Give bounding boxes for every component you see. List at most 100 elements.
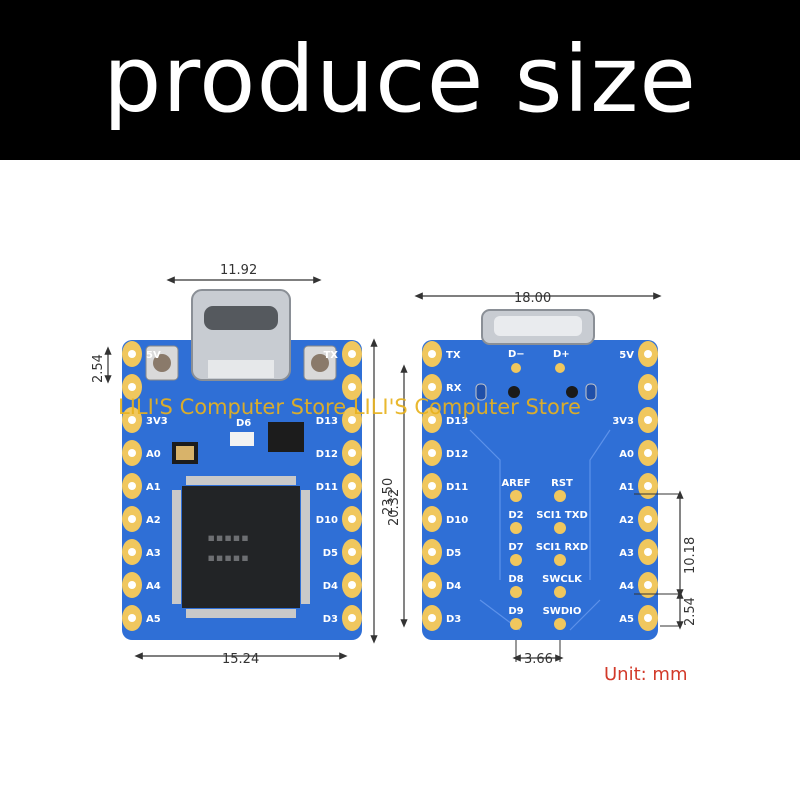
- front-dimensions: 11.92 2.54 23.50 15.24: [91, 263, 396, 667]
- back-left-pin-pad-hole: [428, 350, 436, 358]
- back-right-pin-pad-hole: [644, 515, 652, 523]
- back-left-pin-label: TX: [446, 350, 461, 361]
- back-hole-left: [508, 386, 520, 398]
- back-right-pin-pad-hole: [644, 548, 652, 556]
- back-center-right-pad: [554, 522, 566, 534]
- back-center-left-label: AREF: [501, 478, 530, 489]
- back-right-pin-pad-hole: [644, 350, 652, 358]
- back-center-left-pad: [510, 618, 522, 630]
- front-right-pin-label: D10: [316, 515, 338, 526]
- back-left-pin-label: D3: [446, 614, 461, 625]
- back-left-pin-label: D11: [446, 482, 468, 493]
- back-center-left-pad: [510, 554, 522, 566]
- front-left-pin-pad-hole: [128, 350, 136, 358]
- front-right-pin-label: D13: [316, 416, 338, 427]
- front-right-pin-pad-hole: [348, 350, 356, 358]
- front-right-pin-label: D11: [316, 482, 338, 493]
- back-center-right-label: SCI1 RXD: [536, 542, 588, 553]
- back-left-pin-label: D10: [446, 515, 468, 526]
- front-right-pin-pad-hole: [348, 482, 356, 490]
- front-left-pin-pad-hole: [128, 614, 136, 622]
- back-traces: [469, 429, 611, 631]
- front-right-pin-pad-hole: [348, 614, 356, 622]
- back-left-pin-label: D4: [446, 581, 461, 592]
- back-left-pin-pad-hole: [428, 614, 436, 622]
- back-right-pin-pad-hole: [644, 482, 652, 490]
- front-button-right-cap: [311, 354, 329, 372]
- watermark-text: LILI'S Computer Store LILI'S Computer St…: [118, 395, 581, 419]
- front-right-pin-pad-hole: [348, 416, 356, 424]
- dim-front-pitch: 2.54: [91, 354, 106, 383]
- dim-front-height: 23.50: [381, 478, 396, 515]
- front-right-pin-label: D4: [323, 581, 338, 592]
- back-dimensions: 18.00 20.32 10.18 2.54 3.66: [387, 291, 698, 667]
- front-mcu-pins: [172, 476, 310, 618]
- back-center-left-label: D2: [508, 510, 523, 521]
- back-left-pin-pad-hole: [428, 383, 436, 391]
- back-left-pin-pad-hole: [428, 515, 436, 523]
- front-right-pin-pad-hole: [348, 548, 356, 556]
- back-left-pin-pad-hole: [428, 416, 436, 424]
- back-right-pin-pad-hole: [644, 383, 652, 391]
- front-left-pin-pad-hole: [128, 515, 136, 523]
- back-right-pin-label: A5: [619, 614, 634, 625]
- front-usb-shell-foot: [208, 360, 274, 378]
- back-center-right-pad: [554, 554, 566, 566]
- front-right-pin-label: D5: [323, 548, 338, 559]
- dim-back-span-right: 10.18: [683, 537, 698, 574]
- unit-label: Unit: mm: [604, 664, 688, 685]
- front-mcu-marking-2: ▪▪▪▪▪: [207, 550, 249, 566]
- front-left-pin-label: A2: [146, 515, 161, 526]
- back-center-right-label: SWDIO: [543, 606, 582, 617]
- dim-front-width-bottom: 15.24: [222, 652, 259, 667]
- back-slot-left: [475, 383, 487, 401]
- back-left-pin-pad-hole: [428, 581, 436, 589]
- back-left-pin-label: D12: [446, 449, 468, 460]
- front-mcu-marking: ▪▪▪▪▪: [207, 530, 249, 546]
- front-mcu-chip: [182, 486, 300, 608]
- back-right-pin-pad-hole: [644, 581, 652, 589]
- back-left-pin-pad-hole: [428, 548, 436, 556]
- back-right-pin-label: A4: [619, 581, 634, 592]
- back-right-pin-label: A2: [619, 515, 634, 526]
- front-right-pin-pad-hole: [348, 515, 356, 523]
- front-left-pin-pad-hole: [128, 581, 136, 589]
- back-right-pin-label: A0: [619, 449, 634, 460]
- dim-back-height: 20.32: [387, 489, 402, 526]
- back-usb-pad-dplus: [555, 363, 565, 373]
- front-left-pin-label: 3V3: [146, 416, 168, 427]
- back-right-pin-pad-hole: [644, 614, 652, 622]
- back-left-pin-label: D13: [446, 416, 468, 427]
- dim-back-width-top: 18.00: [514, 291, 551, 306]
- back-left-pin-pad-hole: [428, 482, 436, 490]
- front-left-pin-label: A4: [146, 581, 161, 592]
- front-led: [230, 432, 254, 446]
- front-left-pin-pad-hole: [128, 482, 136, 490]
- back-right-pin-pad-hole: [644, 416, 652, 424]
- page-title: produce size: [102, 26, 697, 133]
- back-pcb: [422, 340, 658, 640]
- back-hole-right: [566, 386, 578, 398]
- front-left-pin-pad-hole: [128, 449, 136, 457]
- front-left-pin-pad-hole: [128, 416, 136, 424]
- front-left-pin-pad-hole: [128, 548, 136, 556]
- front-left-pin-label: A3: [146, 548, 161, 559]
- front-right-pin-label: TX: [323, 350, 338, 361]
- header-banner: produce size: [0, 0, 800, 160]
- front-right-pin-label: D3: [323, 614, 338, 625]
- back-center-left-label: D7: [508, 542, 523, 553]
- back-center-right-pad: [554, 618, 566, 630]
- front-right-pin-pad-hole: [348, 383, 356, 391]
- back-left-pin-label: D5: [446, 548, 461, 559]
- back-left-pin-pad-hole: [428, 449, 436, 457]
- front-chip-label-d6: D6: [236, 418, 251, 429]
- back-center-right-label: SCI1 TXD: [536, 510, 588, 521]
- back-usb-dminus: D−: [508, 349, 525, 360]
